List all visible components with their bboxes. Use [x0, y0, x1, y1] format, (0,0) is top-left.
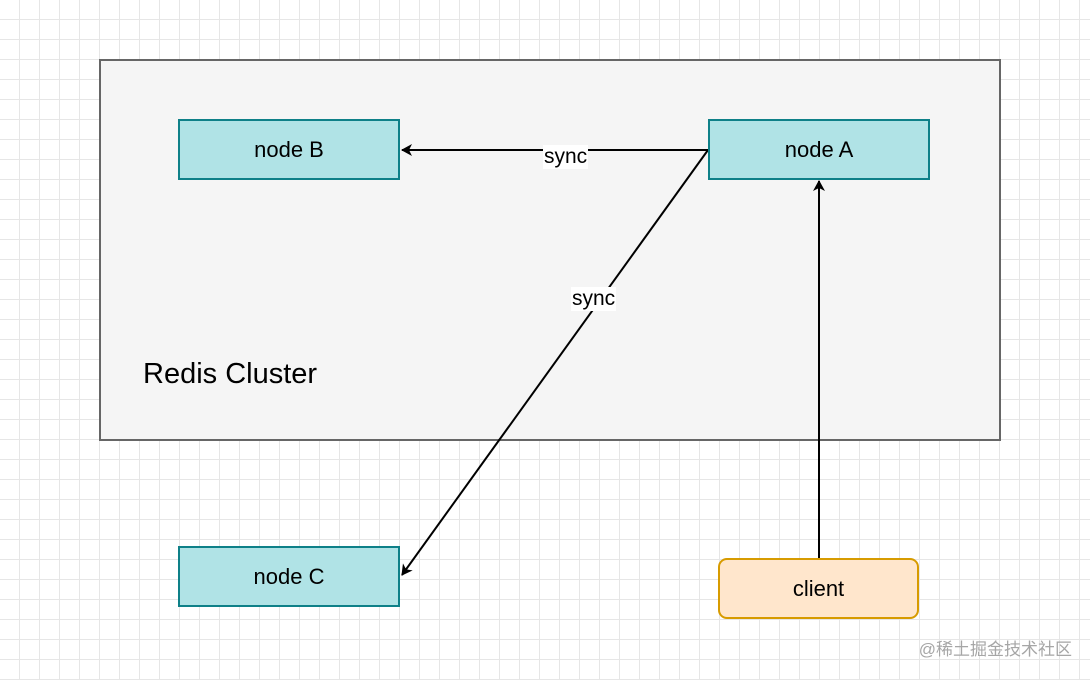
cluster-label: Redis Cluster [143, 358, 318, 390]
node-a-box[interactable]: node A [708, 119, 930, 180]
watermark: @稀土掘金技术社区 [918, 640, 1072, 659]
client-label: client [792, 575, 845, 601]
node-c-box[interactable]: node C [178, 546, 400, 607]
node-b-label: node B [254, 136, 324, 162]
node-a-label: node A [784, 136, 854, 162]
node-c-label: node C [253, 563, 325, 589]
edge-a-to-c [401, 149, 709, 576]
edge-label-a-to-b: sync [543, 145, 589, 169]
edge-label-a-to-c: sync [571, 287, 617, 311]
client-box[interactable]: client [718, 558, 919, 619]
node-b-box[interactable]: node B [178, 119, 400, 180]
